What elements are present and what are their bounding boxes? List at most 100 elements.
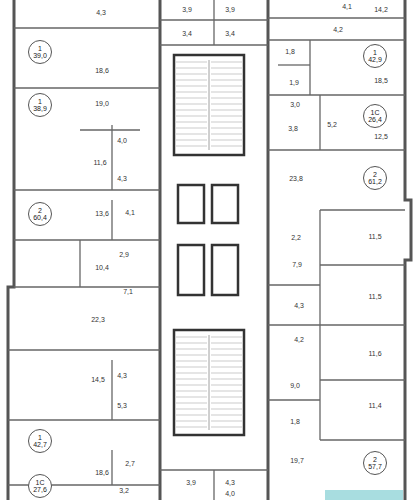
stair-step [176,367,207,368]
stair-step [211,355,242,356]
room-count: 1 [38,45,42,52]
stair-step [211,86,242,87]
apartment-area: 27,6 [33,486,47,493]
stair-step [176,337,207,338]
room-area: 7,1 [123,288,133,295]
stair-step [176,391,207,392]
room-area: 4,2 [333,26,343,33]
room-area: 14,5 [91,376,105,383]
stair-step [176,361,207,362]
room-area: 4,3 [294,302,304,309]
room-count: 1 [373,49,377,56]
stair-step [176,373,207,374]
stair-step [211,379,242,380]
stair-step [176,343,207,344]
room-area: 11,5 [368,233,381,240]
apartment-area: 61,2 [368,178,382,185]
stair-step [211,116,242,117]
stair-step [211,349,242,350]
stair-step [211,128,242,129]
stair-step [176,379,207,380]
stair-step [211,74,242,75]
stair-step [176,140,207,141]
stair-step [176,86,207,87]
room-area: 1,8 [290,418,300,425]
room-area: 3,0 [290,101,300,108]
apartment-marker: 139,0 [28,40,52,64]
stair-step [211,403,242,404]
room-area: 3,4 [225,30,235,37]
room-count: 1С [36,479,45,486]
stair-step [211,62,242,63]
stair-step [211,385,242,386]
room-area: 3,4 [182,30,192,37]
stair-step [176,98,207,99]
room-area: 4,2 [294,336,304,343]
stair-step [176,427,207,428]
room-area: 3,9 [225,6,235,13]
stair-step [211,343,242,344]
apartment-area: 39,0 [33,52,47,59]
apartment-area: 38,9 [33,105,47,112]
room-area: 5,3 [117,402,127,409]
stair-step [176,104,207,105]
stair-step [176,421,207,422]
room-area: 19,7 [290,457,304,464]
room-area: 11,6 [93,159,106,166]
room-area: 23,8 [289,175,303,182]
stair-step [176,80,207,81]
room-count: 1 [38,434,42,441]
stair-step [211,409,242,410]
stair-step [211,361,242,362]
stair-step [211,415,242,416]
stair-step [211,367,242,368]
room-area: 11,4 [368,402,381,409]
stair-step [211,110,242,111]
stair-step [211,98,242,99]
stair-step [176,128,207,129]
stair-step [176,349,207,350]
apartment-marker: 1С27,6 [28,474,52,498]
stair-step [176,146,207,147]
room-area: 5,2 [327,121,337,128]
apartment-area: 42,7 [33,441,47,448]
stair-step [176,409,207,410]
room-count: 1С [371,109,380,116]
apartment-marker: 138,9 [28,93,52,117]
room-area: 4,1 [342,3,352,10]
stair-step [176,92,207,93]
stair-step [211,134,242,135]
stair-step [211,146,242,147]
stair-step [211,80,242,81]
stair-step [176,415,207,416]
room-area: 1,8 [285,48,295,55]
apartment-area: 57,7 [368,463,382,470]
apartment-marker: 257,7 [363,451,387,475]
room-count: 2 [373,456,377,463]
apartment-marker: 261,2 [363,166,387,190]
stair-step [176,355,207,356]
room-area: 3,8 [288,125,298,132]
room-area: 3,9 [186,479,196,486]
room-area: 13,6 [95,210,109,217]
stair-step [211,68,242,69]
stair-step [211,373,242,374]
room-area: 11,6 [368,350,381,357]
stair-step [176,68,207,69]
stair-step [176,385,207,386]
room-area: 3,9 [182,6,192,13]
room-area: 1,9 [289,79,299,86]
stair-step [176,122,207,123]
apartment-marker: 142,9 [363,44,387,68]
room-area: 12,5 [374,133,388,140]
stair-step [176,134,207,135]
room-area: 14,2 [374,6,388,13]
room-area: 4,0 [225,490,235,497]
room-area: 4,1 [125,209,135,216]
apartment-area: 42,9 [368,56,382,63]
apartment-marker: 1С26,4 [363,104,387,128]
room-area: 10,4 [95,264,109,271]
room-area: 4,0 [117,137,127,144]
